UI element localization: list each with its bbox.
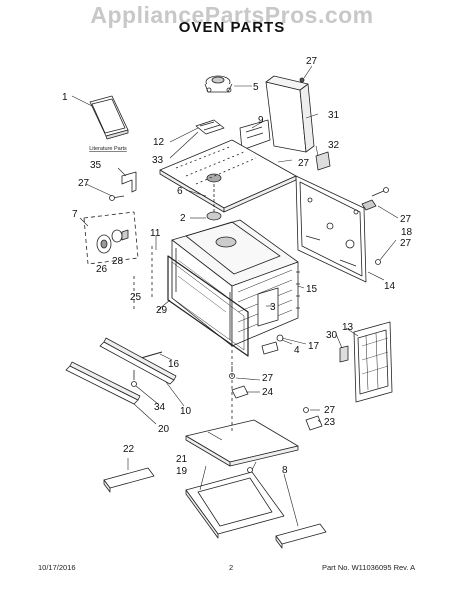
bottom-frame <box>185 471 285 539</box>
callout-21: 21 <box>176 454 188 465</box>
callout-17: 17 <box>308 341 320 352</box>
sensor-assembly <box>204 75 233 93</box>
right-clip <box>305 415 323 431</box>
callout-4: 4 <box>294 345 300 356</box>
callout-9: 9 <box>258 115 264 126</box>
callout-27-d: 27 <box>400 214 412 225</box>
connector <box>315 151 331 171</box>
side-panel-piece <box>257 287 279 327</box>
callout-22: 22 <box>123 444 135 455</box>
callout-33: 33 <box>152 155 164 166</box>
callout-27-e: 27 <box>400 238 412 249</box>
callout-16: 16 <box>168 359 180 370</box>
callout-14: 14 <box>384 281 396 292</box>
watermark: AppliancePartsPros.com <box>90 2 374 28</box>
callout-18: 18 <box>401 227 413 238</box>
bracket <box>239 119 271 151</box>
front-rail <box>65 365 139 405</box>
footer-date: 10/17/2016 <box>38 563 76 572</box>
front-frame <box>167 255 249 357</box>
callout-15: 15 <box>306 284 318 295</box>
callout-10: 10 <box>180 406 192 417</box>
callout-27-a: 27 <box>306 56 318 67</box>
literature-booklet <box>89 95 129 140</box>
knob-group <box>83 211 139 265</box>
right-rail <box>275 523 327 545</box>
top-shield <box>159 139 297 213</box>
callout-27-c: 27 <box>298 158 310 169</box>
callout-35: 35 <box>90 160 102 171</box>
left-rail <box>103 467 155 489</box>
right-side-panel <box>295 175 367 283</box>
oven-cavity <box>171 219 300 347</box>
callout-24: 24 <box>262 387 274 398</box>
diagram-title: OVEN PARTS <box>178 19 286 36</box>
callout-25: 25 <box>130 292 142 303</box>
hub <box>206 211 222 221</box>
callout-28: 28 <box>112 256 124 267</box>
callout-27-g: 27 <box>324 405 336 416</box>
footer-part-info: Part No. W11036095 Rev. A <box>322 563 416 572</box>
callout-11: 11 <box>150 228 161 239</box>
callout-5: 5 <box>253 82 259 93</box>
literature-label: Literature Parts <box>89 146 127 152</box>
callout-labels: 1 2 3 4 5 6 7 8 9 10 11 12 13 14 15 16 1… <box>62 56 413 477</box>
callout-30: 30 <box>326 330 338 341</box>
callout-31: 31 <box>328 110 340 121</box>
leader-lines <box>71 65 399 527</box>
small-clip <box>231 385 249 399</box>
callout-29: 29 <box>156 305 168 316</box>
callout-23: 23 <box>324 417 336 428</box>
vent-plate <box>195 119 225 135</box>
callout-27-f: 27 <box>262 373 274 384</box>
callout-1: 1 <box>62 92 68 103</box>
footer-page: 2 <box>229 563 234 572</box>
callout-7: 7 <box>72 209 78 220</box>
side-frame-right <box>353 321 393 403</box>
callout-8: 8 <box>282 465 288 476</box>
callout-34: 34 <box>154 402 166 413</box>
callout-6: 6 <box>177 186 183 197</box>
small-bracket <box>121 171 137 193</box>
callout-27-b: 27 <box>78 178 90 189</box>
callout-2: 2 <box>180 213 186 224</box>
callout-26: 26 <box>96 264 108 275</box>
callout-13: 13 <box>342 322 354 333</box>
callout-32: 32 <box>328 140 340 151</box>
callout-19: 19 <box>176 466 188 477</box>
callout-3: 3 <box>270 302 276 313</box>
callout-12: 12 <box>153 137 165 148</box>
lower-rail <box>99 341 175 385</box>
bottom-panel <box>185 419 299 467</box>
rear-panel <box>265 75 315 153</box>
callout-20: 20 <box>158 424 170 435</box>
